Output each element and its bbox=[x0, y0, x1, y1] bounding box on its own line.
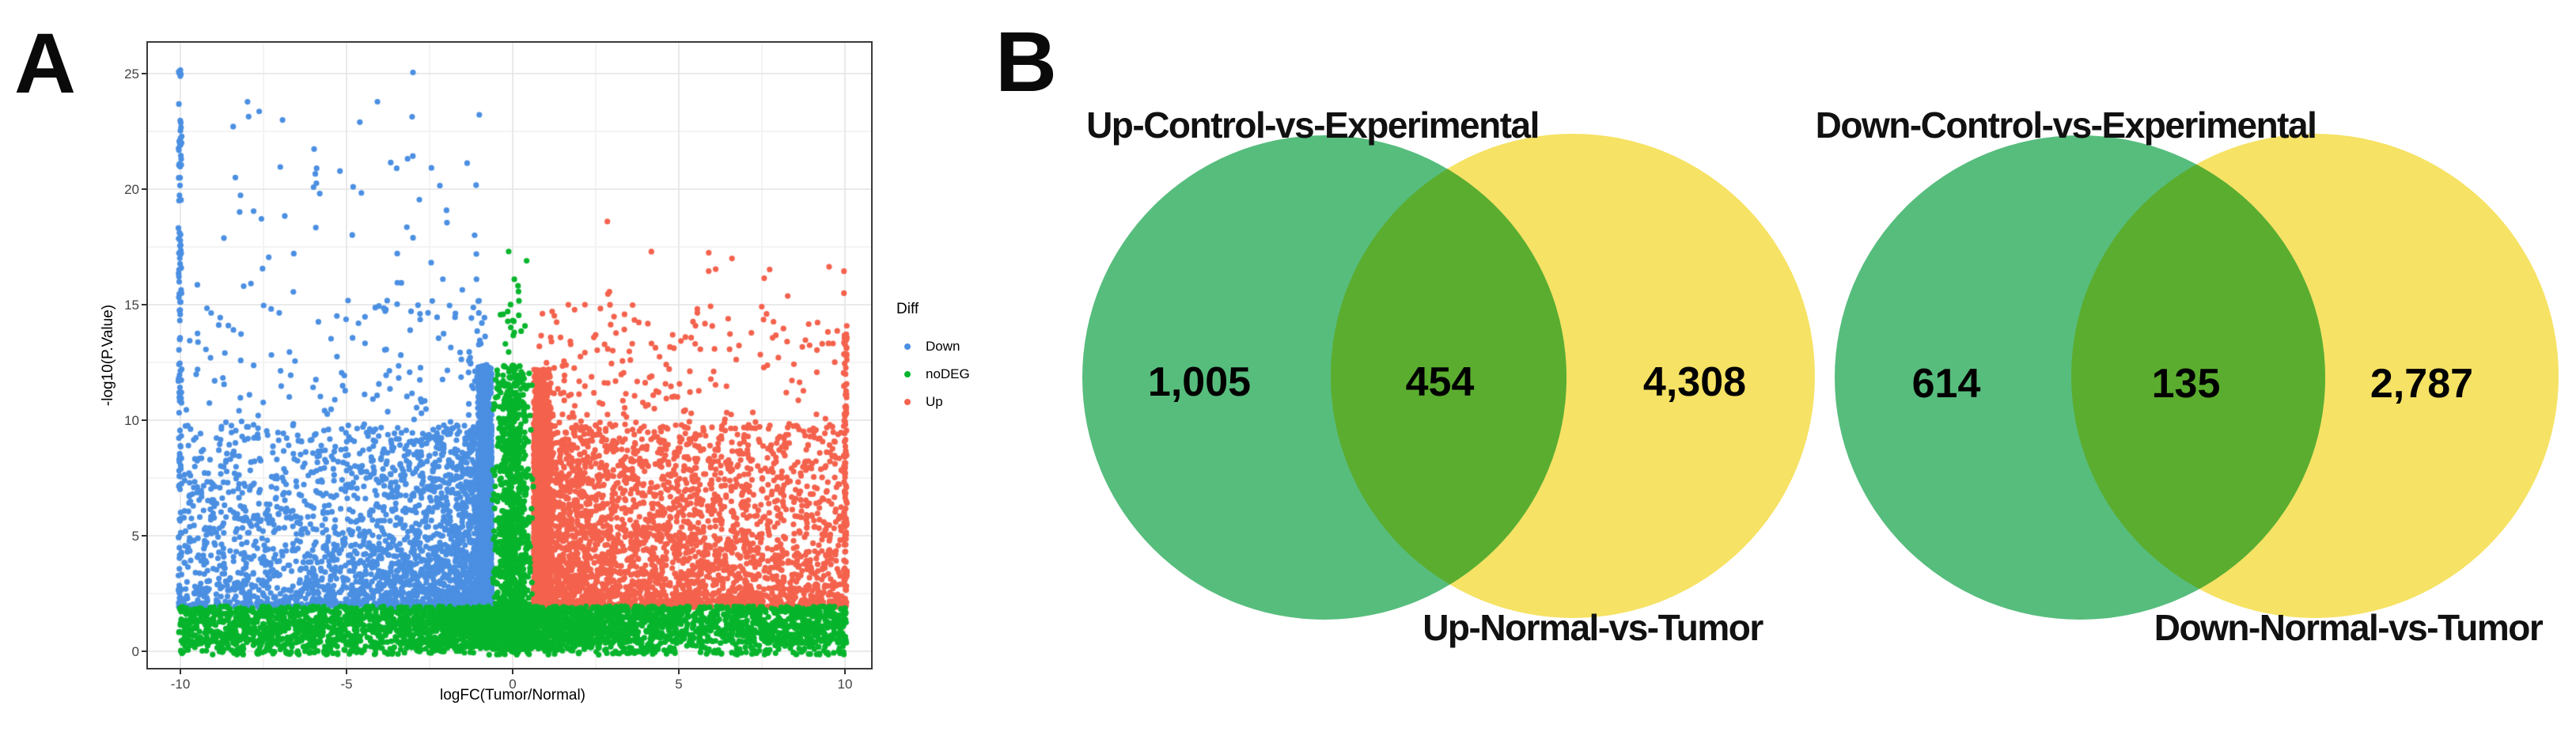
venn-down-right-count: 2,787 bbox=[2370, 361, 2474, 407]
legend-title: Diff bbox=[896, 301, 919, 317]
venn-up-left-count: 1,005 bbox=[1147, 359, 1252, 405]
legend-dot-icon bbox=[904, 398, 911, 405]
panel-a-label: A bbox=[14, 15, 76, 111]
y-tick-label: 10 bbox=[124, 413, 139, 428]
venn-down-left-count: 614 bbox=[1911, 361, 1981, 407]
y-tick-label: 5 bbox=[131, 529, 139, 544]
legend-items: Down noDEG Up bbox=[896, 332, 970, 415]
legend-item-noDEG: noDEG bbox=[896, 360, 970, 388]
legend-item-Down: Down bbox=[896, 332, 970, 360]
legend-dot-icon bbox=[904, 370, 911, 377]
venn-down-right-title: Down-Normal-vs-Tumor bbox=[2154, 607, 2544, 648]
x-tick-label: 5 bbox=[675, 677, 683, 692]
legend-item-label: noDEG bbox=[926, 366, 970, 381]
y-tick-label: 15 bbox=[124, 298, 139, 313]
x-axis-title: logFC(Tumor/Normal) bbox=[439, 687, 586, 704]
panel-a: A -10 -5 0 5 10 0 5 10 15 20 25 logFC(Tumor/Norma… bbox=[0, 0, 970, 732]
venn-up-overlap-count: 454 bbox=[1405, 359, 1475, 405]
venn-down-overlap-region bbox=[2071, 135, 2325, 618]
y-axis-title: -log10(P.Value) bbox=[100, 304, 116, 407]
axis-tick-marks bbox=[142, 73, 846, 674]
venn-down-diagram bbox=[1835, 134, 2559, 620]
panel-b-label: B bbox=[995, 13, 1057, 109]
venn-up-diagram bbox=[1082, 134, 1815, 620]
venn-up-right-count: 4,308 bbox=[1642, 359, 1747, 405]
legend-item-label: Up bbox=[926, 393, 943, 409]
venn-up-left-title: Up-Control-vs-Experimental bbox=[1086, 104, 1540, 146]
y-tick-label: 0 bbox=[131, 644, 139, 659]
venn-down-left-title: Down-Control-vs-Experimental bbox=[1815, 104, 2317, 146]
venn-down-overlap-count: 135 bbox=[2151, 361, 2221, 407]
y-tick-label: 25 bbox=[124, 66, 139, 82]
x-tick-label: 0 bbox=[509, 677, 517, 692]
legend: Diff Down noDEG Up bbox=[896, 301, 970, 415]
y-tick-label: 20 bbox=[124, 182, 139, 197]
x-tick-label: 10 bbox=[837, 677, 853, 692]
x-tick-label: -10 bbox=[170, 677, 191, 692]
x-tick-label: -5 bbox=[340, 677, 353, 692]
legend-dot-icon bbox=[904, 343, 911, 350]
legend-item-label: Down bbox=[926, 338, 960, 354]
volcano-scatter-points bbox=[147, 42, 872, 669]
venn-up-right-title: Up-Normal-vs-Tumor bbox=[1422, 607, 1763, 648]
legend-item-Up: Up bbox=[896, 388, 970, 415]
venn-up-overlap-region bbox=[1331, 135, 1566, 618]
